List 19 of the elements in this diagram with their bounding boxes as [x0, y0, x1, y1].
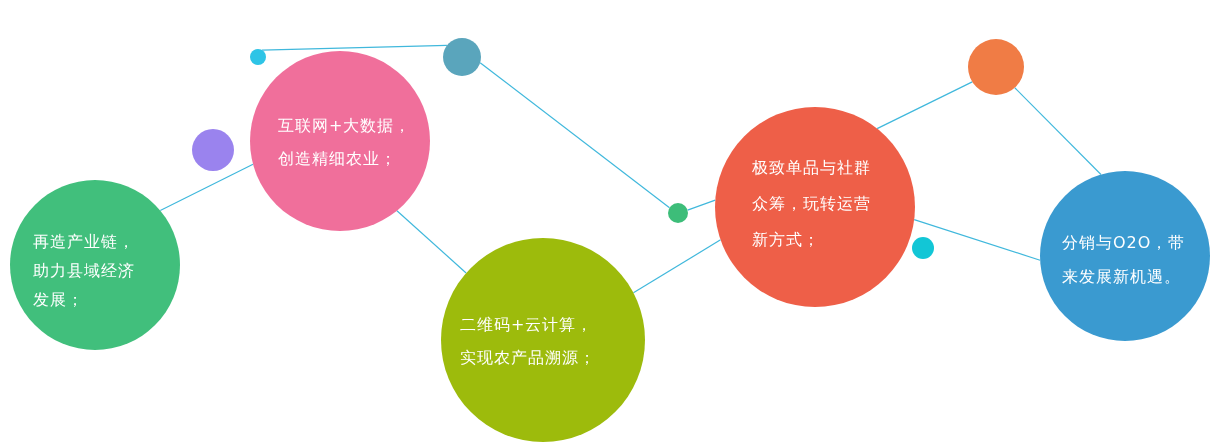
connector-line: [913, 219, 1041, 261]
connector-line: [479, 62, 671, 209]
topic-circle: 极致单品与社群众筹，玩转运营新方式；: [715, 107, 915, 307]
connector-line: [632, 239, 722, 294]
dot: [968, 39, 1024, 95]
dot: [912, 237, 934, 259]
connector-line: [159, 163, 254, 212]
topic-circle: 分销与O2O，带来发展新机遇。: [1040, 171, 1210, 341]
topic-circle: 互联网+大数据，创造精细农业；: [250, 51, 430, 231]
connector-line: [396, 210, 467, 274]
dot: [443, 38, 481, 76]
connector-line: [687, 199, 716, 211]
topic-circle: 二维码+云计算，实现农产品溯源；: [441, 238, 645, 442]
connector-line: [876, 81, 973, 130]
topic-circle: 再造产业链，助力县域经济发展；: [10, 180, 180, 350]
dot: [192, 129, 234, 171]
connector-line: [261, 44, 448, 51]
dot: [668, 203, 688, 223]
connector-line: [1014, 87, 1102, 176]
